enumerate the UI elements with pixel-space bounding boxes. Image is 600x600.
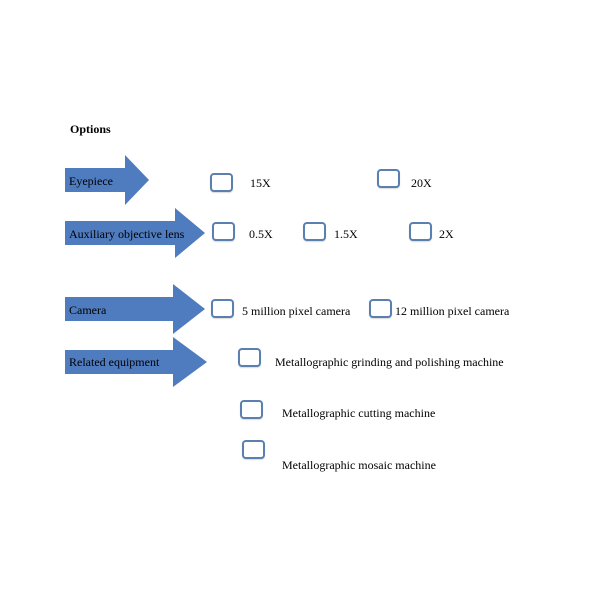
checkbox-2x[interactable] bbox=[409, 222, 432, 241]
option-label-mosaic-machine: Metallographic mosaic machine bbox=[282, 458, 436, 472]
checkbox-1-5x[interactable] bbox=[303, 222, 326, 241]
checkbox-15x[interactable] bbox=[210, 173, 233, 192]
camera-arrow: Camera bbox=[65, 284, 205, 334]
related-equipment-label: Related equipment bbox=[69, 355, 160, 369]
checkbox-cutting-machine[interactable] bbox=[240, 400, 263, 419]
arrow-shape-related-equipment bbox=[65, 337, 207, 387]
option-label-1-5x: 1.5X bbox=[334, 227, 358, 241]
eyepiece-arrow: Eyepiece bbox=[65, 155, 149, 205]
option-label-2x: 2X bbox=[439, 227, 454, 241]
auxiliary-lens-label: Auxiliary objective lens bbox=[69, 227, 185, 241]
option-label-cutting-machine: Metallographic cutting machine bbox=[282, 406, 436, 420]
option-label-12-million-pixel-camera: 12 million pixel camera bbox=[395, 304, 510, 318]
checkbox-20x[interactable] bbox=[377, 169, 400, 188]
checkbox-mosaic-machine[interactable] bbox=[242, 440, 265, 459]
arrow-shape-auxiliary-lens bbox=[65, 208, 205, 258]
checkbox-5-million-pixel-camera[interactable] bbox=[211, 299, 234, 318]
arrow-shape-camera bbox=[65, 284, 205, 334]
option-label-20x: 20X bbox=[411, 176, 432, 190]
arrow-shape-eyepiece bbox=[65, 155, 149, 205]
checkbox-12-million-pixel-camera[interactable] bbox=[369, 299, 392, 318]
related-equipment-arrow: Related equipment bbox=[65, 337, 207, 387]
option-label-5-million-pixel-camera: 5 million pixel camera bbox=[242, 304, 351, 318]
option-label-grinding-polishing-machine: Metallographic grinding and polishing ma… bbox=[275, 355, 504, 369]
checkbox-0-5x[interactable] bbox=[212, 222, 235, 241]
eyepiece-label: Eyepiece bbox=[69, 174, 113, 188]
checkbox-grinding-polishing-machine[interactable] bbox=[238, 348, 261, 367]
auxiliary-lens-arrow: Auxiliary objective lens bbox=[65, 208, 205, 258]
page-title: Options bbox=[70, 122, 111, 136]
option-label-0-5x: 0.5X bbox=[249, 227, 273, 241]
camera-label: Camera bbox=[69, 303, 107, 317]
option-label-15x: 15X bbox=[250, 176, 271, 190]
